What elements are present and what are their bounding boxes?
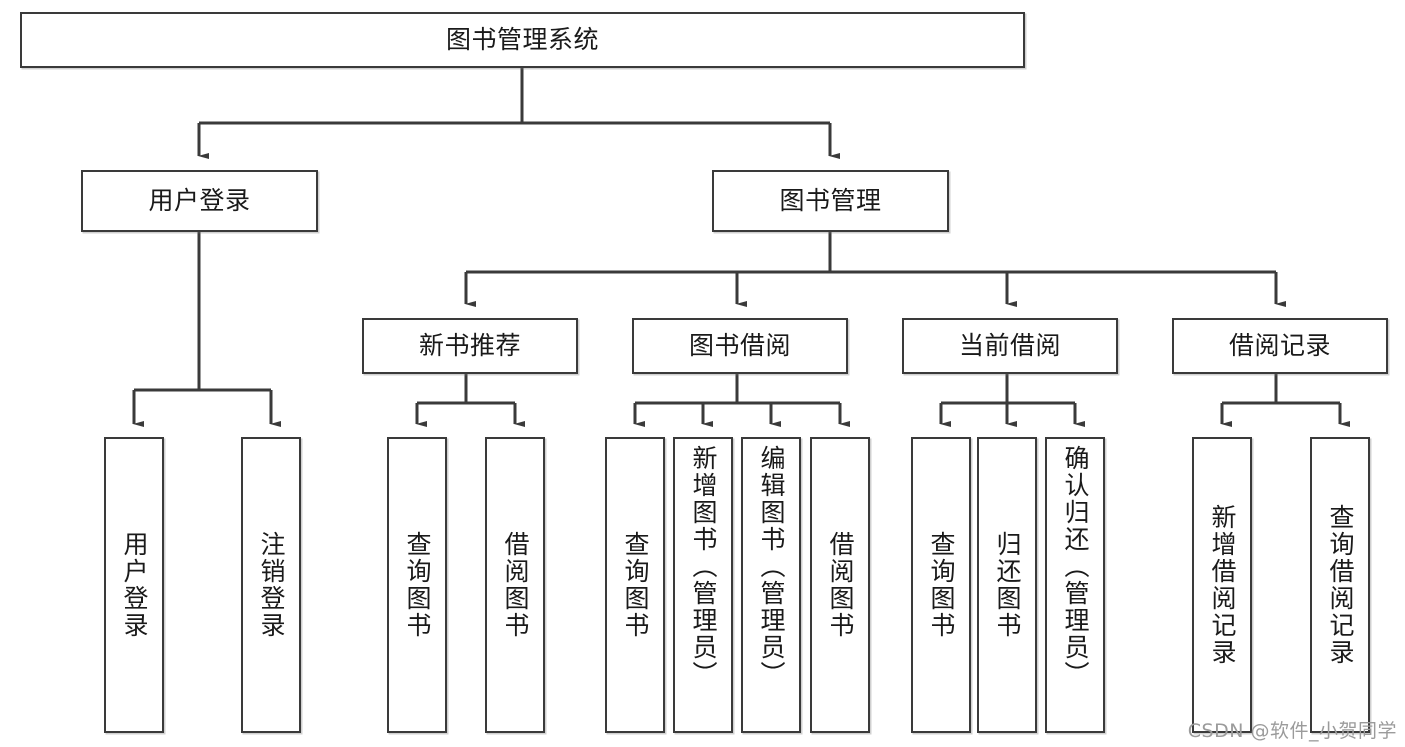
leaf-current-confirm-return-admin[interactable]: 确认归还（管理员） (1045, 437, 1105, 733)
watermark-text: CSDN @软件_小贺同学 (1187, 720, 1397, 742)
node-label: 新增借阅记录 (1208, 504, 1237, 666)
node-label: 当前借阅 (958, 331, 1061, 361)
node-book-borrow[interactable]: 图书借阅 (632, 318, 848, 374)
leaf-borrow-query-book[interactable]: 查询图书 (605, 437, 665, 733)
node-label: 图书借阅 (688, 331, 791, 361)
node-label: 确认归还（管理员） (1061, 445, 1090, 688)
leaf-user-login-logout[interactable]: 注销登录 (241, 437, 301, 733)
leaf-record-add-record[interactable]: 新增借阅记录 (1192, 437, 1252, 733)
leaf-record-query-record[interactable]: 查询借阅记录 (1310, 437, 1370, 733)
leaf-current-query-book[interactable]: 查询图书 (911, 437, 971, 733)
leaf-new-book-query[interactable]: 查询图书 (387, 437, 447, 733)
node-current-borrow[interactable]: 当前借阅 (902, 318, 1118, 374)
node-label: 借阅图书 (501, 531, 530, 639)
node-label: 注销登录 (257, 531, 286, 639)
leaf-user-login-login[interactable]: 用户登录 (104, 437, 164, 733)
leaf-borrow-add-book-admin[interactable]: 新增图书（管理员） (673, 437, 733, 733)
node-label: 借阅图书 (826, 531, 855, 639)
node-label: 编辑图书（管理员） (757, 445, 786, 688)
node-label: 查询图书 (621, 531, 650, 639)
node-label: 查询图书 (927, 531, 956, 639)
node-label: 新增图书（管理员） (689, 445, 718, 688)
node-label: 图书管理系统 (445, 25, 599, 55)
node-label: 图书管理 (779, 186, 882, 216)
node-label: 归还图书 (993, 531, 1022, 639)
node-label: 查询图书 (403, 531, 432, 639)
node-label: 借阅记录 (1228, 331, 1331, 361)
leaf-current-return-book[interactable]: 归还图书 (977, 437, 1037, 733)
node-borrow-record[interactable]: 借阅记录 (1172, 318, 1388, 374)
node-label: 用户登录 (148, 186, 251, 216)
node-user-login[interactable]: 用户登录 (81, 170, 318, 232)
leaf-new-book-borrow[interactable]: 借阅图书 (485, 437, 545, 733)
leaf-borrow-borrow-book[interactable]: 借阅图书 (810, 437, 870, 733)
leaf-borrow-edit-book-admin[interactable]: 编辑图书（管理员） (741, 437, 801, 733)
node-label: 用户登录 (120, 531, 149, 639)
node-label: 新书推荐 (418, 331, 521, 361)
node-book-management[interactable]: 图书管理 (712, 170, 949, 232)
node-root-system[interactable]: 图书管理系统 (20, 12, 1025, 68)
node-label: 查询借阅记录 (1326, 504, 1355, 666)
node-new-book-recommend[interactable]: 新书推荐 (362, 318, 578, 374)
